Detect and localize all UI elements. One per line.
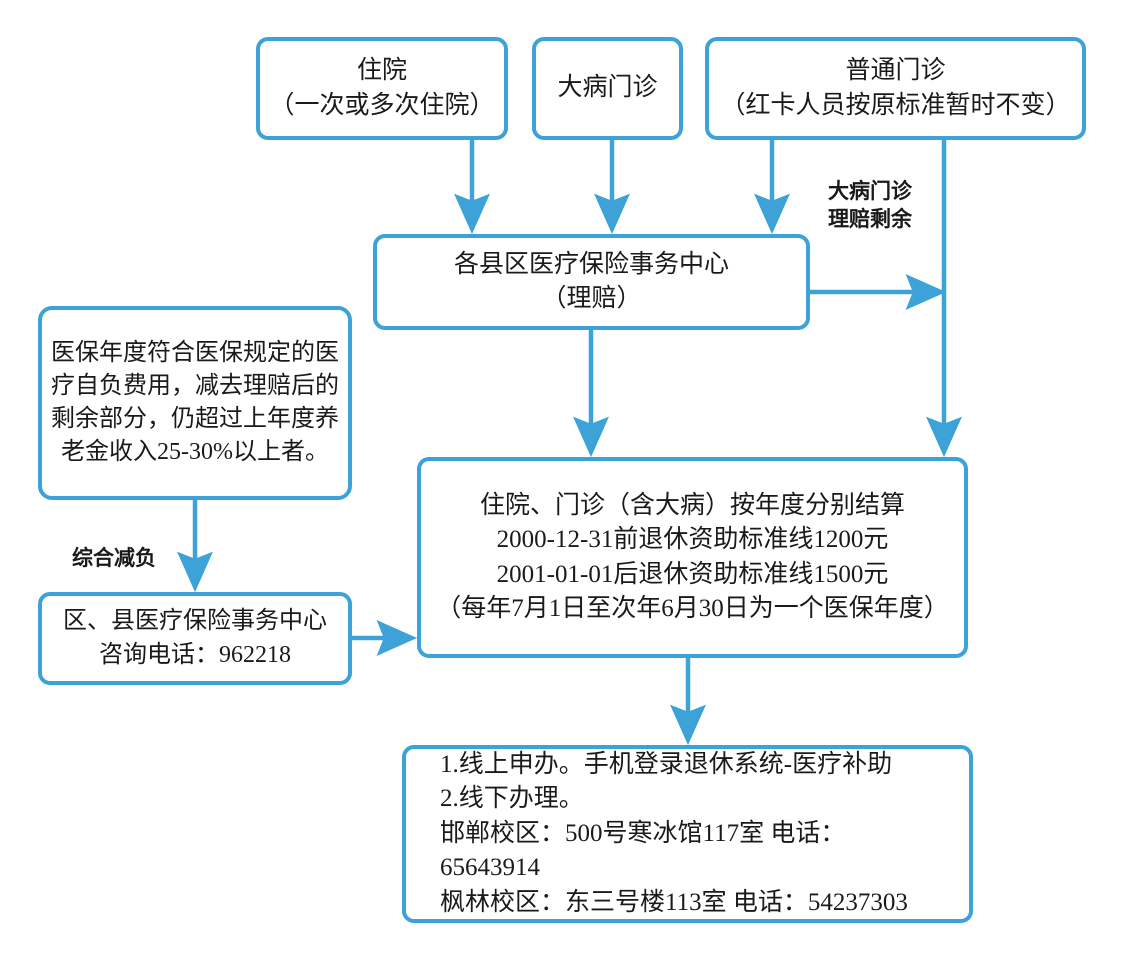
node-eligibility-criteria[interactable]: 医保年度符合医保规定的医疗自负费用，减去理赔后的剩余部分，仍超过上年度养老金收入… — [38, 306, 352, 500]
node-county-medical-insurance-center[interactable]: 各县区医疗保险事务中心 （理赔） — [373, 234, 810, 330]
node-district-medical-insurance-center-label: 区、县医疗保险事务中心 咨询电话：962218 — [63, 608, 327, 668]
node-annual-settlement-label: 住院、门诊（含大病）按年度分别结算 2000-12-31前退休资助标准线1200… — [436, 491, 949, 623]
node-major-outpatient-label: 大病门诊 — [557, 74, 658, 102]
edge-label-comprehensive-relief: 综合减负 — [72, 547, 156, 570]
edge-label-major-outpatient-residual: 大病门诊 理赔剩余 — [828, 180, 912, 232]
node-how-to-apply[interactable]: 1.线上申办。手机登录退休系统-医疗补助 2.线下办理。 邯郸校区：500号寒冰… — [402, 745, 973, 923]
node-inpatient[interactable]: 住院 （一次或多次住院） — [256, 37, 508, 140]
node-major-outpatient[interactable]: 大病门诊 — [532, 37, 683, 140]
node-general-outpatient-label: 普通门诊 （红卡人员按原标准暂时不变） — [720, 57, 1071, 119]
node-eligibility-criteria-label: 医保年度符合医保规定的医疗自负费用，减去理赔后的剩余部分，仍超过上年度养老金收入… — [51, 339, 339, 466]
node-general-outpatient[interactable]: 普通门诊 （红卡人员按原标准暂时不变） — [705, 37, 1086, 140]
node-how-to-apply-label: 1.线上申办。手机登录退休系统-医疗补助 2.线下办理。 邯郸校区：500号寒冰… — [440, 750, 908, 916]
node-annual-settlement[interactable]: 住院、门诊（含大病）按年度分别结算 2000-12-31前退休资助标准线1200… — [417, 457, 968, 658]
node-inpatient-label: 住院 （一次或多次住院） — [269, 57, 495, 119]
node-district-medical-insurance-center[interactable]: 区、县医疗保险事务中心 咨询电话：962218 — [38, 592, 352, 685]
node-county-medical-insurance-center-label: 各县区医疗保险事务中心 （理赔） — [453, 250, 729, 313]
